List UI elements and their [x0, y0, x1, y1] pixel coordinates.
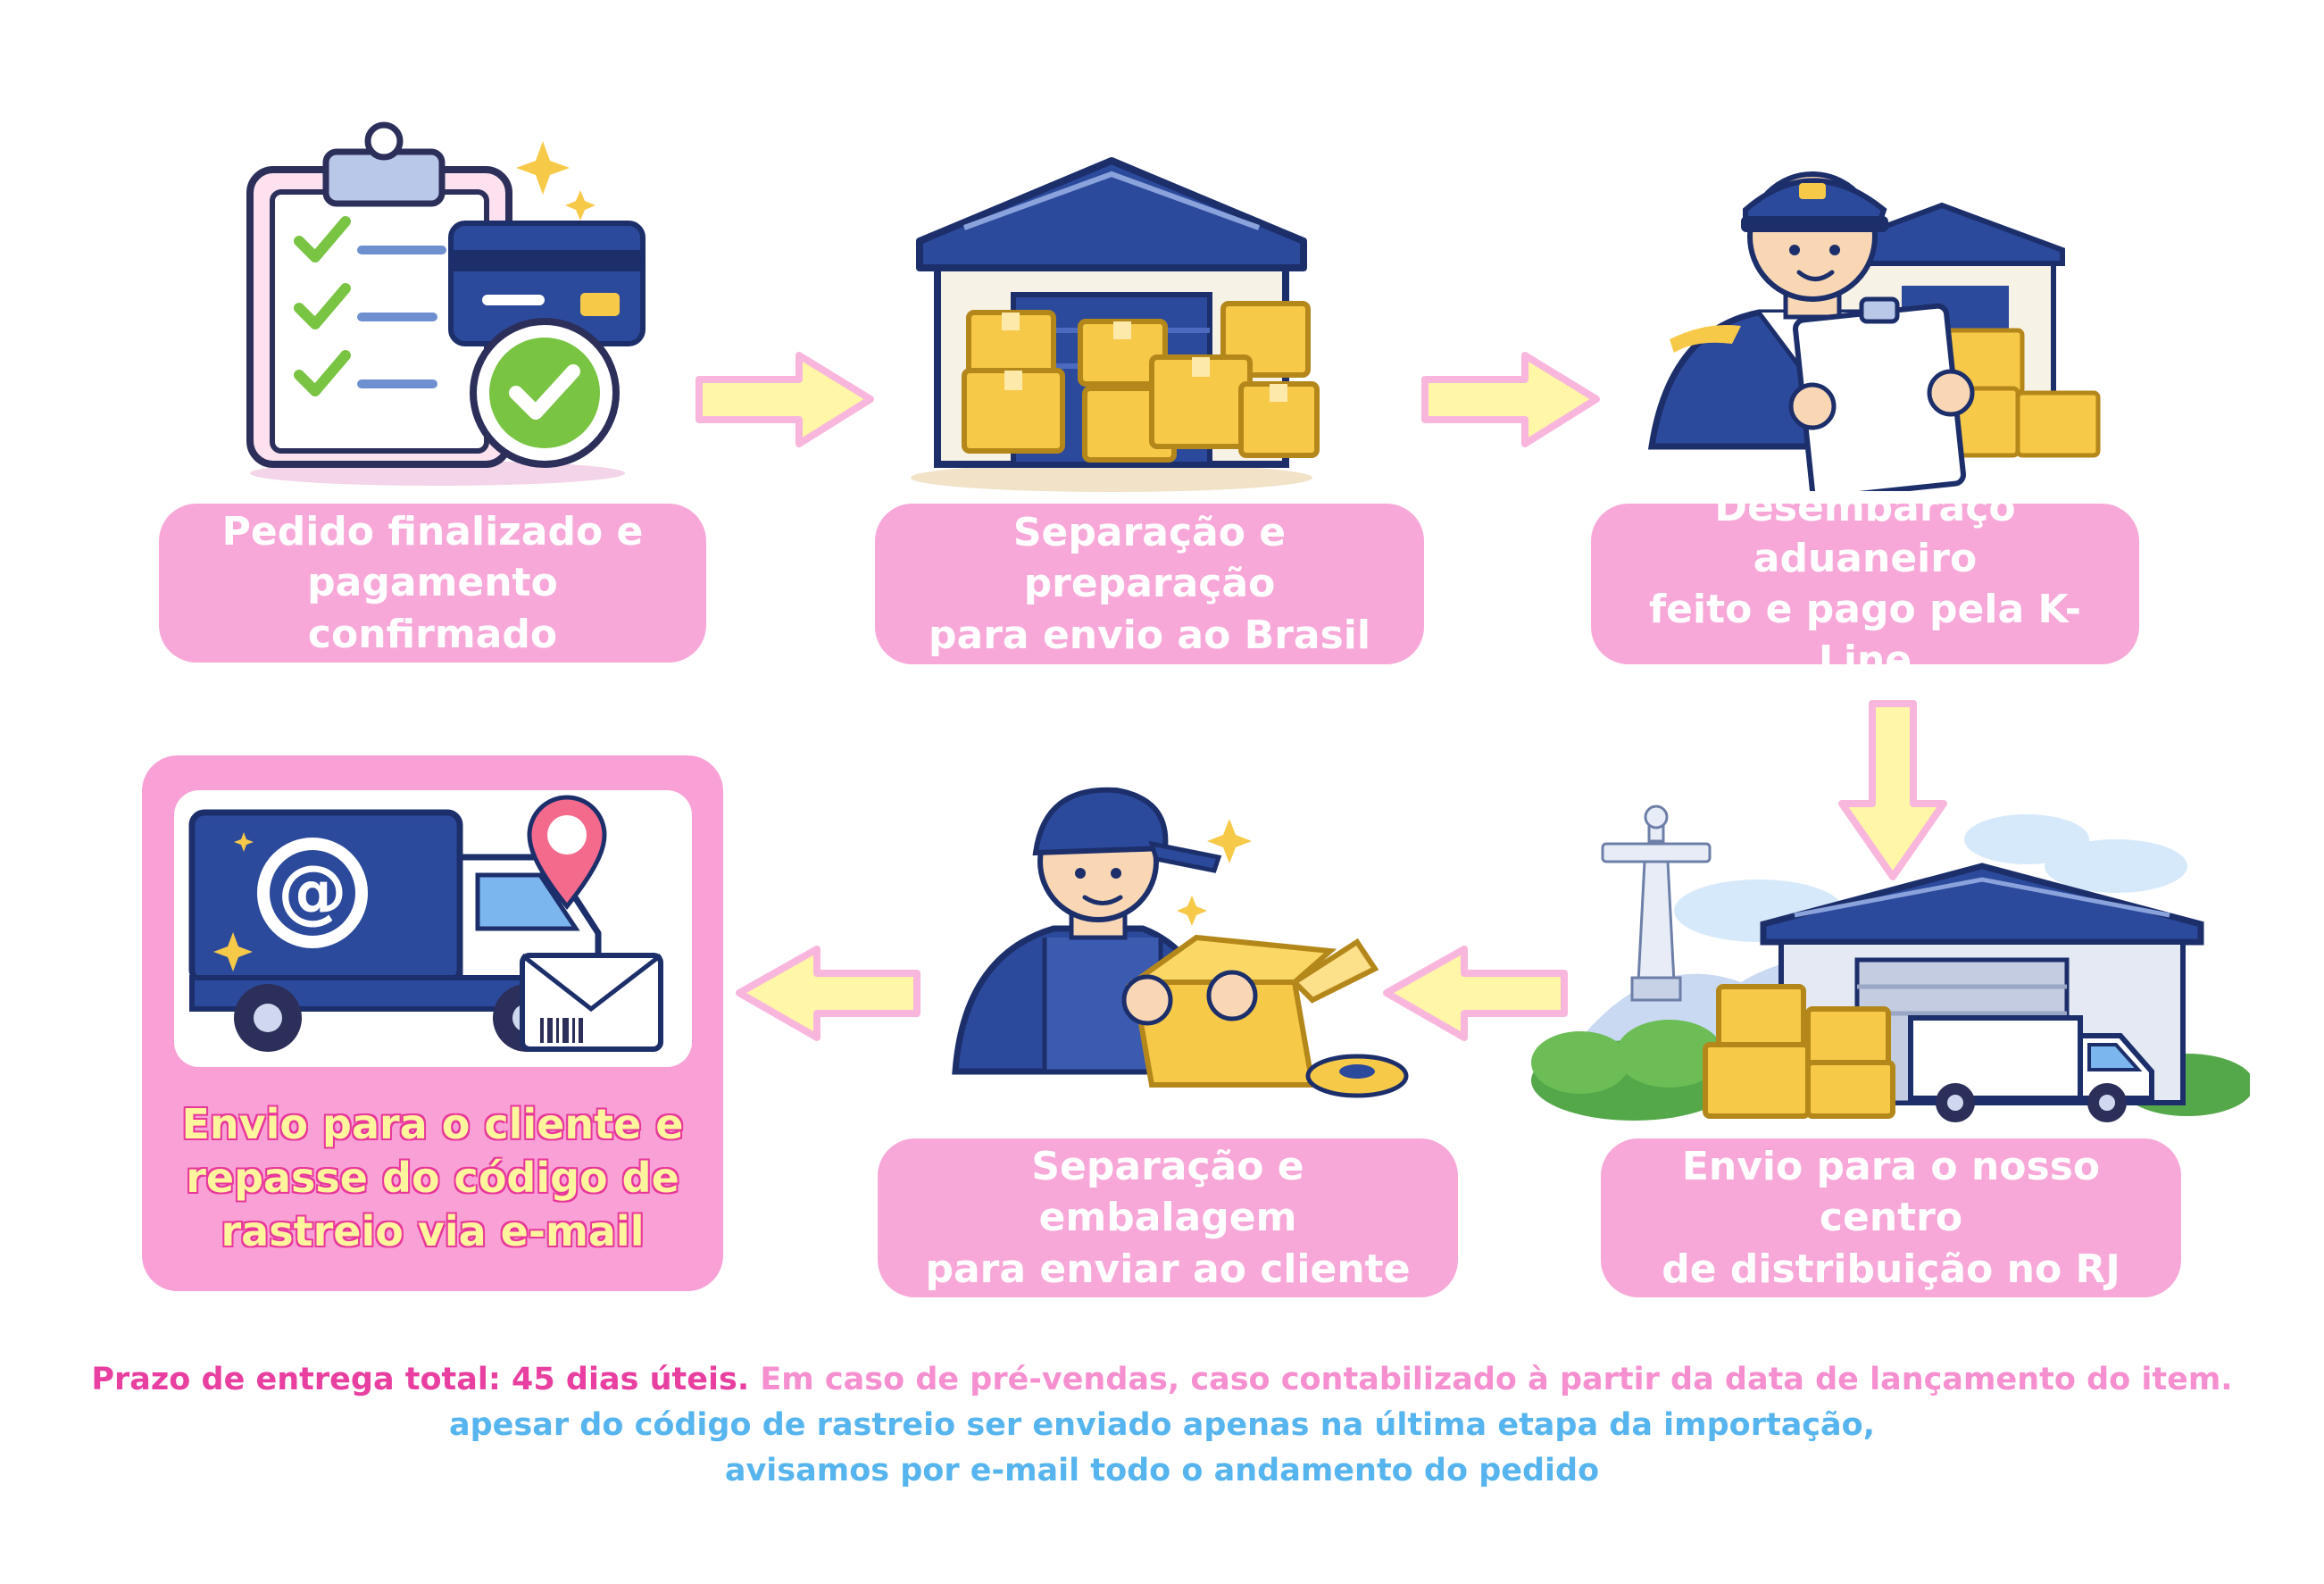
step-label-line: Envio para o cliente e — [181, 1100, 684, 1149]
step-label-rj: Envio para o nosso centro de distribuiçã… — [1601, 1138, 2181, 1297]
step-label-line: Desembaraço aduaneiro — [1714, 484, 2016, 581]
packing-worker-icon — [937, 777, 1420, 1125]
step-label-line: Separação e embalagem — [1031, 1144, 1304, 1241]
arrow-left-icon — [1379, 942, 1571, 1045]
customs-officer-icon — [1634, 152, 2107, 491]
arrow-down-icon — [1835, 696, 1951, 884]
delivery-deadline: Prazo de entrega total: 45 dias úteis. — [91, 1362, 750, 1397]
warehouse-boxes-icon — [902, 143, 1321, 500]
footer-notes: Prazo de entrega total: 45 dias úteis. E… — [0, 1357, 2324, 1493]
step-label-line: rastreio via e-mail — [221, 1206, 645, 1255]
step-label-line: para enviar ao cliente — [925, 1246, 1411, 1292]
deadline-line: Prazo de entrega total: 45 dias úteis. E… — [0, 1357, 2324, 1403]
step-label-line: repasse do código de — [186, 1154, 679, 1203]
rio-distribution-center-icon — [1527, 795, 2250, 1125]
step-label-line: para envio ao Brasil — [929, 612, 1370, 658]
tracking-note-2: avisamos por e-mail todo o andamento do … — [724, 1452, 1600, 1488]
step-label-line: pagamento confirmado — [307, 560, 558, 657]
step-label-line: feito e pago pela K-Line — [1649, 587, 2081, 684]
arrow-left-icon — [732, 942, 924, 1045]
clipboard-checklist-card-icon — [223, 116, 670, 500]
step-label-order: Pedido finalizado e pagamento confirmado — [159, 504, 706, 663]
step-label-line: Separação e preparação — [1012, 510, 1287, 607]
tracking-note-1: apesar do código de rastreio ser enviado… — [448, 1406, 1876, 1443]
delivery-truck-email-icon: @ — [174, 790, 692, 1067]
arrow-right-icon — [692, 348, 879, 451]
step-label-line: Pedido finalizado e — [221, 509, 644, 555]
svg-text:@: @ — [278, 852, 347, 932]
step-label-line: de distribuição no RJ — [1662, 1246, 2120, 1292]
step-label-line: Envio para o nosso centro — [1681, 1144, 2101, 1241]
step-label-prep: Separação e preparação para envio ao Bra… — [875, 504, 1424, 664]
step-label-customs: Desembaraço aduaneiro feito e pago pela … — [1591, 485, 2139, 683]
step-label-packing: Separação e embalagem para enviar ao cli… — [878, 1138, 1458, 1297]
step-label-delivery: Envio para o cliente e repasse do código… — [142, 1089, 723, 1268]
arrow-right-icon — [1418, 348, 1605, 451]
preorder-note: Em caso de pré-vendas, caso contabilizad… — [760, 1362, 2233, 1397]
